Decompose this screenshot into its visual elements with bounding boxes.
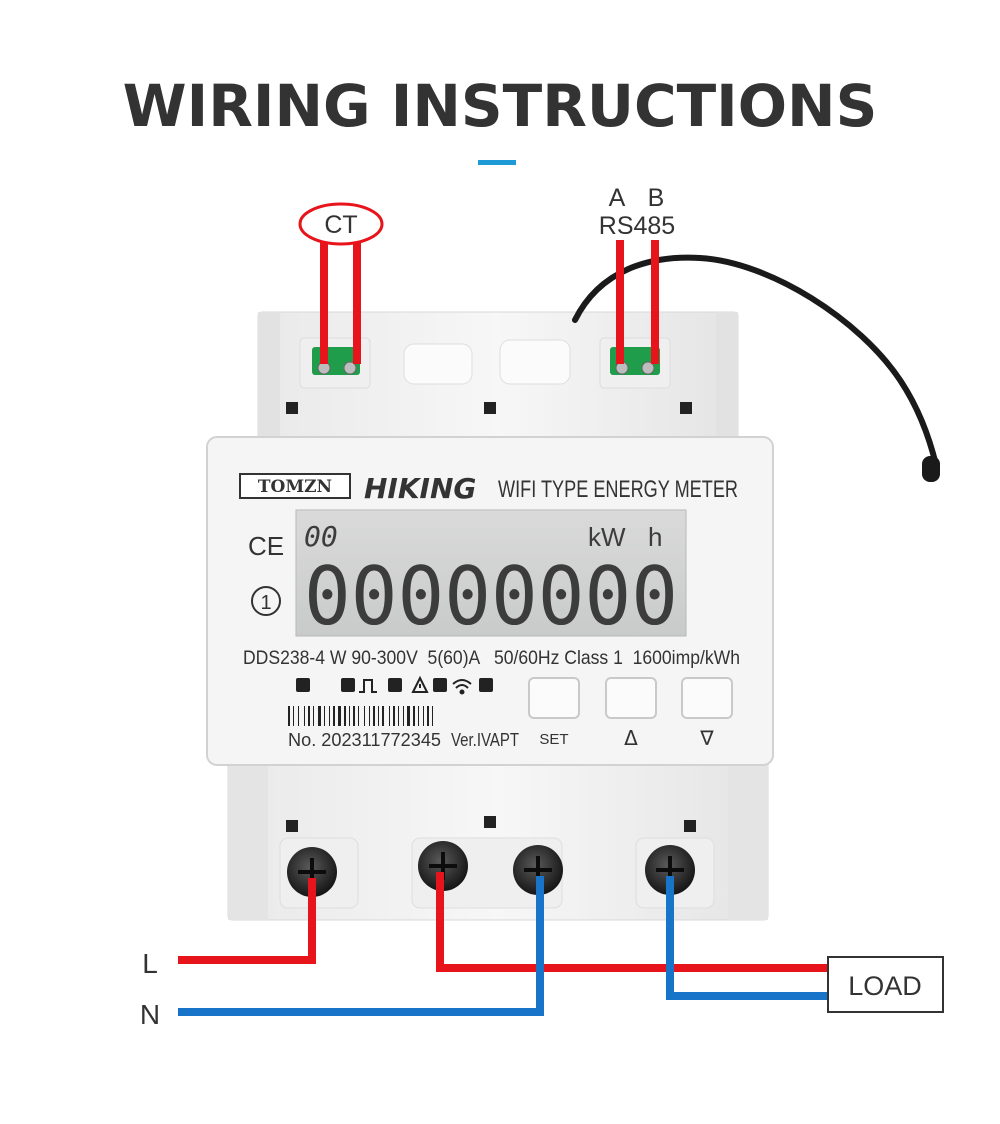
barcode-bar (393, 706, 395, 726)
tomzn-logo: TOMZN (258, 477, 332, 497)
firmware-version: Ver.IVAPT (451, 730, 519, 750)
tomzn-logo-box (239, 473, 351, 499)
barcode-bar (313, 706, 314, 726)
meter-lower-housing (227, 759, 769, 921)
up-button[interactable] (605, 677, 657, 719)
ce-mark: CE (248, 531, 284, 561)
meter-model-title: WIFI TYPE ENERGY METER (498, 476, 738, 503)
lcd-unit-kw: kW (588, 522, 626, 552)
barcode-bar (308, 706, 310, 726)
barcode-bar (333, 706, 335, 726)
terminal-2-screw (418, 841, 468, 891)
barcode-bar (403, 706, 404, 726)
lcd-main-digits: 00000000 (304, 550, 678, 643)
barcode-bar (298, 706, 299, 726)
warning-icon (411, 675, 429, 693)
live-wires (178, 872, 830, 972)
class-symbol: 1 (260, 592, 271, 614)
barcode-bar (288, 706, 290, 726)
cable-sensor-tip (922, 456, 940, 482)
barcode-bar (373, 706, 375, 726)
barcode-bar (329, 706, 330, 726)
barcode-bar (407, 706, 410, 726)
barcode-bar (338, 706, 341, 726)
barcode-bar (344, 706, 346, 726)
barcode-bar (353, 706, 355, 726)
rs485-b-label: B (648, 184, 665, 212)
lcd-unit-h: h (648, 522, 662, 552)
external-cable (572, 254, 939, 468)
barcode-bar (304, 706, 305, 726)
ct-label: CT (324, 211, 357, 239)
set-button-label: SET (539, 731, 568, 748)
barcode-bar (318, 706, 321, 726)
rs485-a-label: A (609, 184, 626, 212)
ct-wires (320, 232, 361, 364)
title-accent-bar (478, 160, 516, 165)
barcode-bar (413, 706, 415, 726)
load-box (827, 956, 944, 1013)
rs485-wires (616, 240, 659, 364)
class-symbol-circle (251, 586, 281, 616)
neutral-wires (178, 876, 830, 1016)
line-label: L (142, 948, 158, 979)
barcode-bar (389, 706, 390, 726)
barcode-bar (364, 706, 365, 726)
barcode-bar (382, 706, 384, 726)
barcode-bar (358, 706, 359, 726)
wifi-icon (452, 679, 472, 695)
pulse-icon (359, 679, 377, 693)
barcode-bar (369, 706, 370, 726)
serial-barcode (288, 706, 433, 726)
terminal-3-screw (513, 845, 563, 895)
meter-spec-line: DDS238-4 W 90-300V 5(60)A 50/60Hz Class … (243, 648, 740, 669)
barcode-bar (432, 706, 433, 726)
page-title: WIRING INSTRUCTIONS (122, 72, 878, 140)
barcode-bar (398, 706, 399, 726)
barcode-bar (418, 706, 419, 726)
serial-number: No. 202311772345 (288, 730, 441, 750)
ct-label-circle (298, 202, 384, 246)
rs485-label: RS485 (599, 212, 675, 240)
barcode-bar (423, 706, 424, 726)
ct-terminal-block (312, 347, 360, 375)
barcode-bar (349, 706, 350, 726)
down-button-label: ∇ (699, 726, 714, 750)
lcd-small-digits: 00 (304, 520, 338, 553)
hiking-logo: HIKING (364, 472, 476, 505)
lcd-display (295, 509, 687, 637)
barcode-bar (427, 706, 429, 726)
down-button[interactable] (681, 677, 733, 719)
up-button-label: Δ (624, 726, 638, 750)
meter-upper-housing (257, 311, 739, 443)
neutral-label: N (140, 999, 160, 1030)
set-button[interactable] (528, 677, 580, 719)
terminal-1-screw (287, 847, 337, 897)
barcode-bar (378, 706, 379, 726)
barcode-bar (293, 706, 294, 726)
indicator-row (296, 678, 493, 692)
barcode-bar (324, 706, 325, 726)
load-label: LOAD (848, 971, 922, 1001)
